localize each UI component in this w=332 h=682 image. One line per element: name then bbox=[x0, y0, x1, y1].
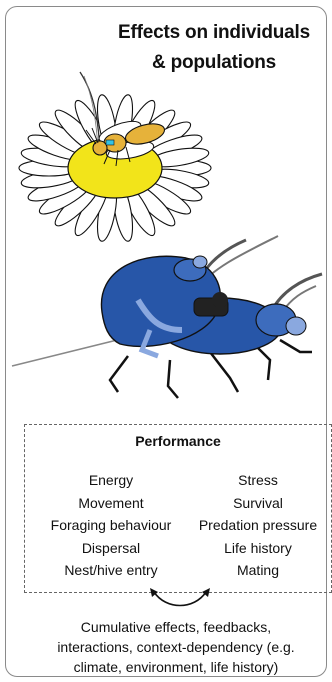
performance-heading: Performance bbox=[25, 433, 331, 449]
daisy-icon bbox=[19, 93, 211, 242]
performance-left-list: Energy Movement Foraging behaviour Dispe… bbox=[33, 469, 189, 582]
performance-item: Predation pressure bbox=[183, 514, 332, 537]
illustration bbox=[0, 0, 332, 420]
performance-item: Life history bbox=[183, 537, 332, 560]
performance-item: Mating bbox=[183, 559, 332, 582]
performance-box: Performance Energy Movement Foraging beh… bbox=[24, 424, 332, 593]
footer-text: Cumulative effects, feedbacks, interacti… bbox=[20, 617, 332, 677]
performance-item: Survival bbox=[183, 492, 332, 515]
performance-item: Energy bbox=[33, 469, 189, 492]
performance-item: Stress bbox=[183, 469, 332, 492]
tagged-beetle-icon bbox=[12, 236, 322, 398]
performance-item: Foraging behaviour bbox=[33, 514, 189, 537]
footer-line: Cumulative effects, feedbacks, bbox=[20, 617, 332, 637]
double-arrow-icon bbox=[140, 584, 220, 614]
footer-line: climate, environment, life history) bbox=[20, 657, 332, 677]
performance-right-list: Stress Survival Predation pressure Life … bbox=[183, 469, 332, 582]
performance-item: Movement bbox=[33, 492, 189, 515]
footer-line: interactions, context-dependency (e.g. bbox=[20, 637, 332, 657]
performance-item: Dispersal bbox=[33, 537, 189, 560]
performance-item: Nest/hive entry bbox=[33, 559, 189, 582]
